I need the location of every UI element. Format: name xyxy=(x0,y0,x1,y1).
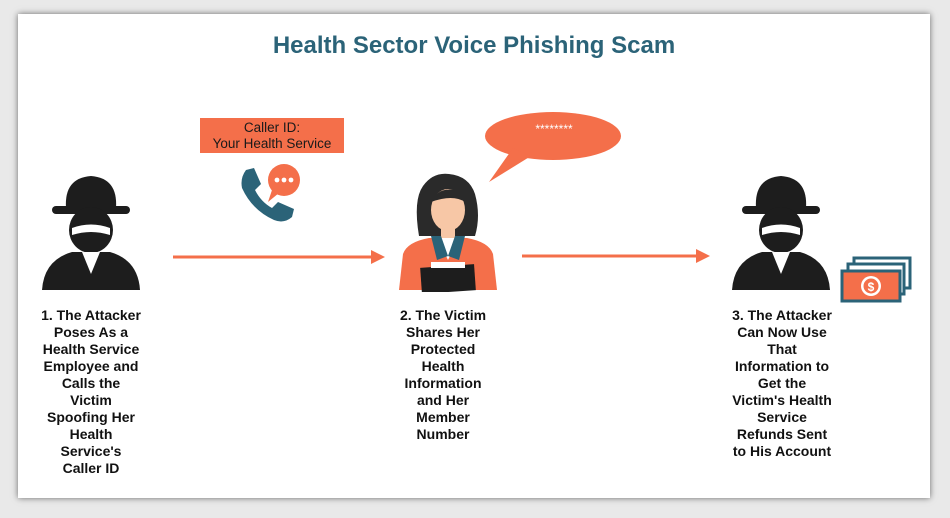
caller-id-label: Caller ID: xyxy=(243,120,301,135)
caller-id-value: Your Health Service xyxy=(212,136,332,151)
diagram-card: Health Sector Voice Phishing Scam Caller… xyxy=(18,14,930,498)
attacker-icon xyxy=(732,176,830,290)
money-stack-icon: $ xyxy=(840,256,912,303)
arrow-to-victim xyxy=(173,250,385,264)
arrow-to-attacker xyxy=(522,249,710,263)
attacker-icon xyxy=(42,176,140,290)
step-3-caption: 3. The Attacker Can Now Use That Informa… xyxy=(732,307,832,459)
diagram-title: Health Sector Voice Phishing Scam xyxy=(272,32,676,59)
svg-text:$: $ xyxy=(868,280,875,294)
step-2-caption: 2. The Victim Shares Her Protected Healt… xyxy=(399,307,487,442)
speech-bubble-text: ******** xyxy=(535,122,573,136)
step-1-caption: 1. The Attacker Poses As a Health Servic… xyxy=(41,307,141,476)
woman-icon xyxy=(399,173,497,292)
speech-bubble xyxy=(485,112,621,182)
caller-id-box: Caller ID: Your Health Service xyxy=(200,118,344,153)
phone-call-icon xyxy=(241,164,300,222)
